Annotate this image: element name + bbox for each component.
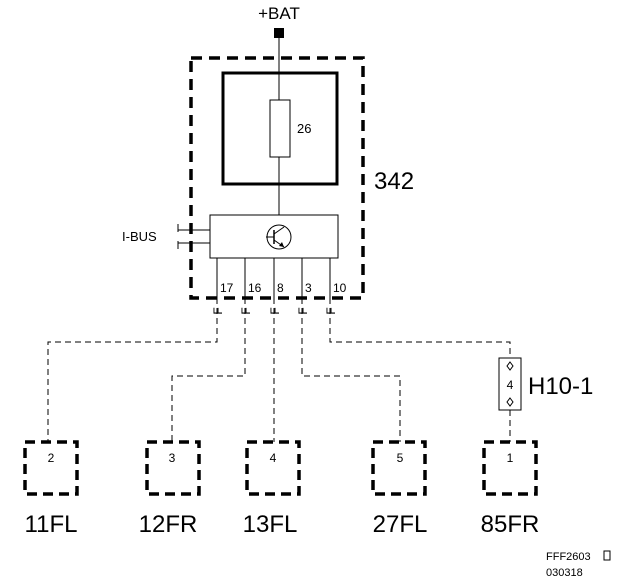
load-pin: 3: [169, 451, 176, 465]
pin-number: 3: [305, 281, 312, 295]
pin-code: F: [268, 307, 282, 314]
small-square-icon: [603, 550, 611, 561]
pin-code: F: [296, 307, 310, 314]
pin-code: F: [239, 307, 253, 314]
connector-contact-icon: [506, 361, 514, 371]
load-pin: 1: [507, 451, 514, 465]
load-name: 11FL: [25, 511, 78, 538]
supply-label: +BAT: [258, 4, 300, 23]
connector-pin: 4: [507, 378, 514, 392]
load-name: 85FR: [481, 511, 540, 538]
ibus-connector-icon: [177, 224, 210, 249]
pin-number: 16: [248, 281, 262, 295]
connector-contact-icon: [506, 397, 514, 407]
load-boxes: [23, 440, 538, 496]
date-code: 030318: [546, 567, 583, 579]
pin-number: 17: [220, 281, 234, 295]
pin-number: 8: [277, 281, 284, 295]
load-name: 27FL: [373, 511, 428, 538]
pin-number: 10: [333, 281, 347, 295]
load-pin: 2: [48, 451, 55, 465]
load-pin: 5: [397, 451, 404, 465]
figure-id: FFF2603: [546, 551, 591, 563]
pin-code: F: [211, 307, 225, 314]
module-number: 342: [374, 168, 414, 195]
load-name: 13FL: [243, 511, 298, 538]
connector-name: H10-1: [528, 373, 593, 400]
fuse-number: 26: [297, 121, 311, 136]
transistor-icon: [266, 224, 292, 250]
pin-code: F: [324, 307, 338, 314]
load-pin: 4: [270, 451, 277, 465]
fuse-26: [269, 99, 291, 158]
load-wires: [47, 298, 511, 442]
battery-terminal: [274, 28, 284, 38]
pin-leads: [216, 258, 331, 298]
fuse-box: [221, 71, 339, 186]
connector-h10-1: [498, 357, 522, 411]
module-342-outline: [189, 56, 365, 300]
bus-label: I-BUS: [122, 229, 157, 244]
load-name: 12FR: [139, 511, 198, 538]
